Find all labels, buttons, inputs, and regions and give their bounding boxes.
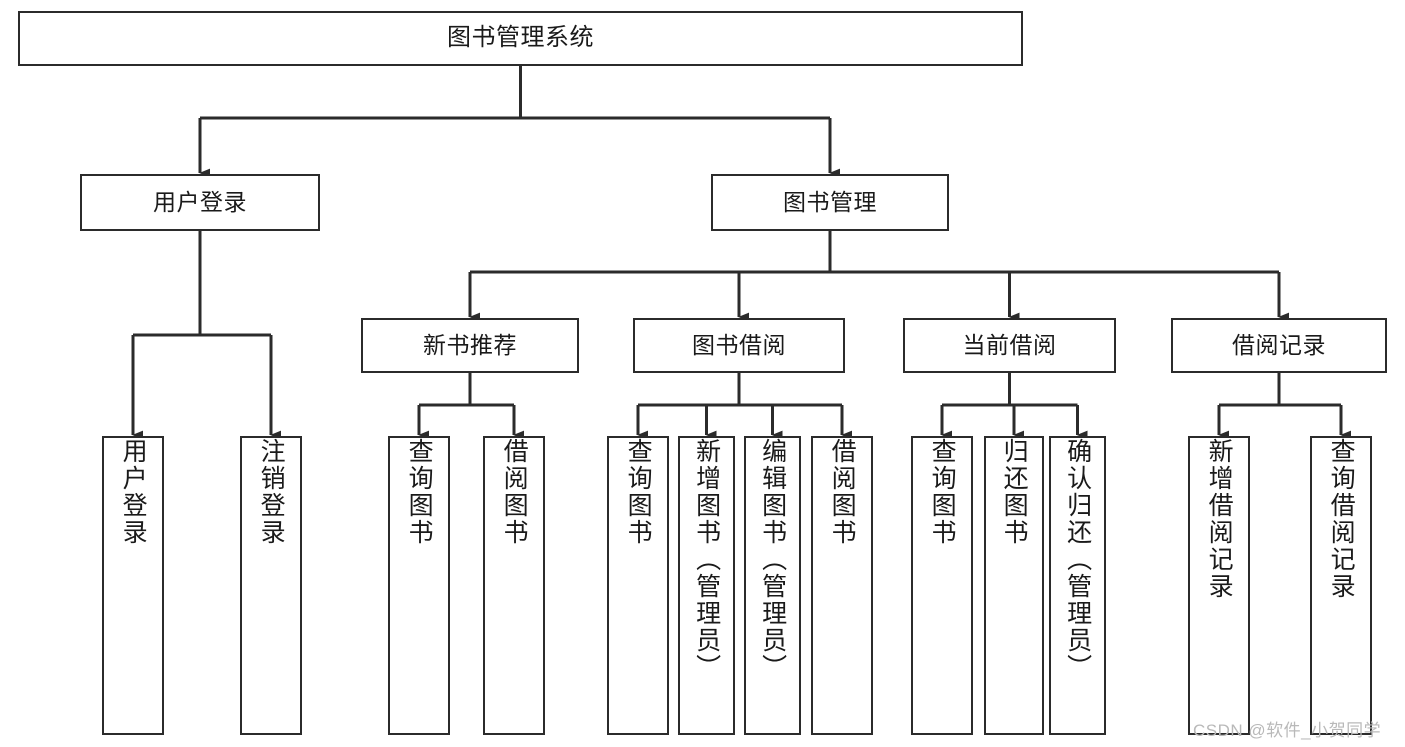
- node-l_ret[interactable]: 归还图书: [984, 436, 1044, 735]
- node-label-l_conf: 确认归还（管理员）: [1063, 438, 1092, 681]
- node-label-record: 借阅记录: [1232, 331, 1326, 358]
- node-l_q1[interactable]: 查询图书: [388, 436, 450, 735]
- node-record[interactable]: 借阅记录: [1171, 318, 1387, 373]
- node-l_edit[interactable]: 编辑图书（管理员）: [744, 436, 801, 735]
- node-l_b2[interactable]: 借阅图书: [811, 436, 873, 735]
- node-l_q3[interactable]: 查询图书: [911, 436, 973, 735]
- node-label-l_login: 用户登录: [119, 438, 148, 546]
- node-current[interactable]: 当前借阅: [903, 318, 1116, 373]
- node-borrow[interactable]: 图书借阅: [633, 318, 845, 373]
- node-label-l_ret: 归还图书: [1000, 438, 1029, 546]
- node-newbook[interactable]: 新书推荐: [361, 318, 579, 373]
- node-label-l_addrec: 新增借阅记录: [1205, 438, 1234, 600]
- node-label-current: 当前借阅: [962, 331, 1057, 358]
- node-label-l_edit: 编辑图书（管理员）: [758, 438, 787, 681]
- csdn-watermark: CSDN @软件_小贺同学: [1193, 721, 1382, 740]
- node-label-bookmgmt: 图书管理: [783, 188, 877, 215]
- node-bookmgmt[interactable]: 图书管理: [711, 174, 949, 231]
- node-label-l_q1: 查询图书: [405, 438, 434, 546]
- node-label-borrow: 图书借阅: [692, 331, 786, 358]
- node-label-l_logout: 注销登录: [257, 438, 286, 546]
- node-root[interactable]: 图书管理系统: [18, 11, 1023, 66]
- node-l_q2[interactable]: 查询图书: [607, 436, 669, 735]
- node-label-root: 图书管理系统: [447, 24, 594, 52]
- node-l_qrec[interactable]: 查询借阅记录: [1310, 436, 1372, 735]
- node-label-login: 用户登录: [153, 188, 247, 215]
- node-label-l_q3: 查询图书: [928, 438, 957, 546]
- node-label-l_b1: 借阅图书: [500, 438, 529, 546]
- node-l_add[interactable]: 新增图书（管理员）: [678, 436, 735, 735]
- node-l_b1[interactable]: 借阅图书: [483, 436, 545, 735]
- node-l_login[interactable]: 用户登录: [102, 436, 164, 735]
- node-label-l_q2: 查询图书: [624, 438, 653, 546]
- node-label-l_qrec: 查询借阅记录: [1327, 438, 1356, 600]
- node-l_logout[interactable]: 注销登录: [240, 436, 302, 735]
- node-label-l_add: 新增图书（管理员）: [692, 438, 721, 681]
- node-label-l_b2: 借阅图书: [828, 438, 857, 546]
- node-label-newbook: 新书推荐: [423, 331, 517, 358]
- node-l_addrec[interactable]: 新增借阅记录: [1188, 436, 1250, 735]
- node-l_conf[interactable]: 确认归还（管理员）: [1049, 436, 1106, 735]
- node-login[interactable]: 用户登录: [80, 174, 320, 231]
